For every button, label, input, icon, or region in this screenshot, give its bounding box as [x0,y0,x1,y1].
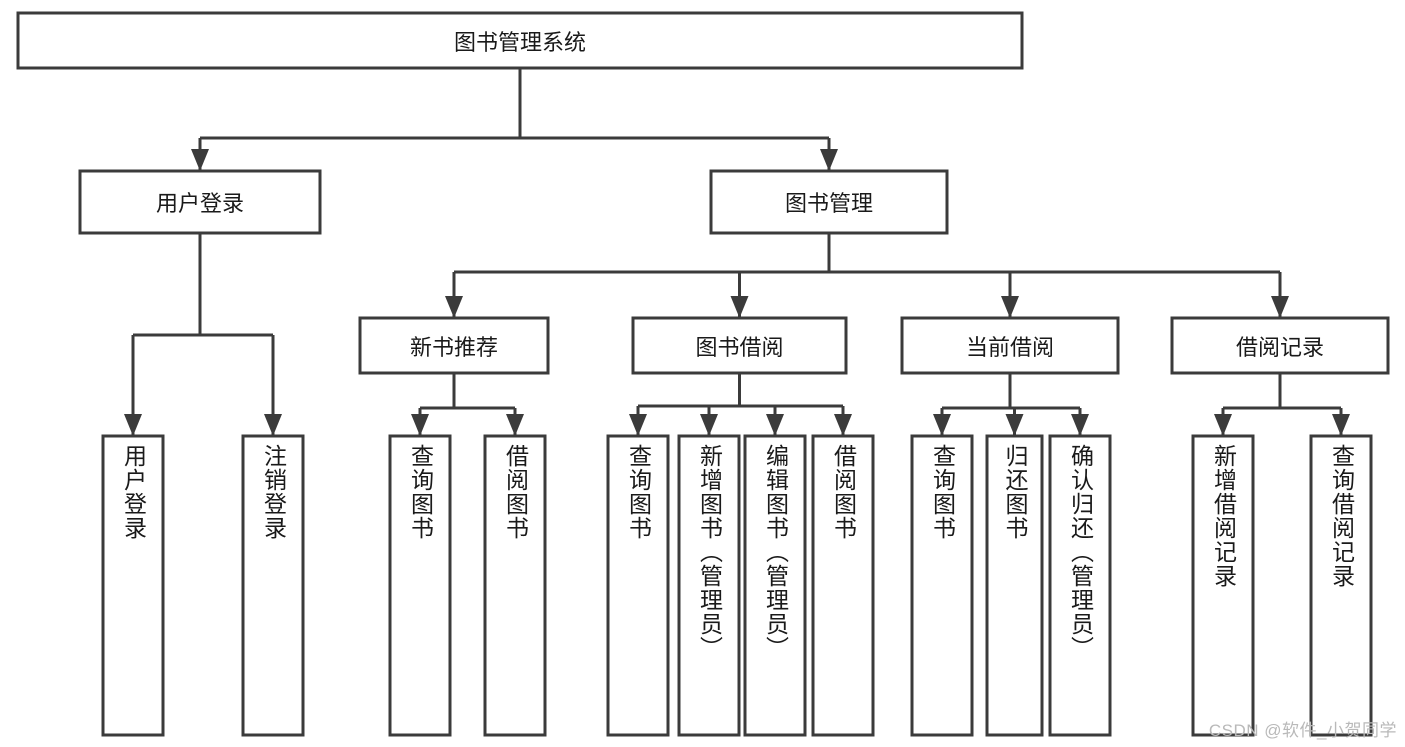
node-box-user-login[interactable] [78,169,322,235]
arrow-head-icon [191,149,209,171]
edges-layer [124,68,1350,436]
node-box-leaf-query-book-cur[interactable] [910,434,974,737]
watermark-text: CSDN @软件_小贺同学 [1208,721,1397,740]
node-box-leaf-confirm-return[interactable] [1048,434,1112,737]
node-box-root[interactable] [16,11,1024,70]
boxes-layer [16,11,1390,737]
arrow-head-icon [1271,296,1289,318]
arrow-head-icon [1332,414,1350,436]
node-box-book-manage[interactable] [709,169,949,235]
arrow-head-icon [933,414,951,436]
node-box-borrow-record[interactable] [1170,316,1390,375]
node-box-leaf-query-book-rec[interactable] [388,434,452,737]
node-box-leaf-borrow-book-rec[interactable] [483,434,547,737]
arrow-head-icon [700,414,718,436]
arrow-head-icon [264,414,282,436]
arrow-head-icon [445,296,463,318]
node-box-new-book-recommend[interactable] [358,316,550,375]
node-box-leaf-user-login[interactable] [101,434,165,737]
arrow-head-icon [1001,296,1019,318]
arrow-head-icon [1071,414,1089,436]
node-box-leaf-user-logout[interactable] [241,434,305,737]
node-box-leaf-query-book-brw[interactable] [606,434,670,737]
node-box-leaf-query-record[interactable] [1309,434,1373,737]
arrow-head-icon [124,414,142,436]
arrow-head-icon [629,414,647,436]
node-box-leaf-add-book[interactable] [677,434,741,737]
node-box-leaf-edit-book[interactable] [743,434,807,737]
node-box-current-borrow[interactable] [900,316,1120,375]
node-box-leaf-add-record[interactable] [1191,434,1255,737]
arrow-head-icon [1214,414,1232,436]
arrow-head-icon [834,414,852,436]
arrow-head-icon [506,414,524,436]
arrow-head-icon [1005,414,1024,436]
arrow-head-icon [820,149,838,171]
arrow-head-icon [766,414,784,436]
arrow-head-icon [730,296,749,318]
node-box-leaf-return-book[interactable] [985,434,1044,737]
arrow-head-icon [411,414,429,436]
node-box-leaf-borrow-book-brw[interactable] [811,434,875,737]
node-box-book-borrow[interactable] [631,316,848,375]
